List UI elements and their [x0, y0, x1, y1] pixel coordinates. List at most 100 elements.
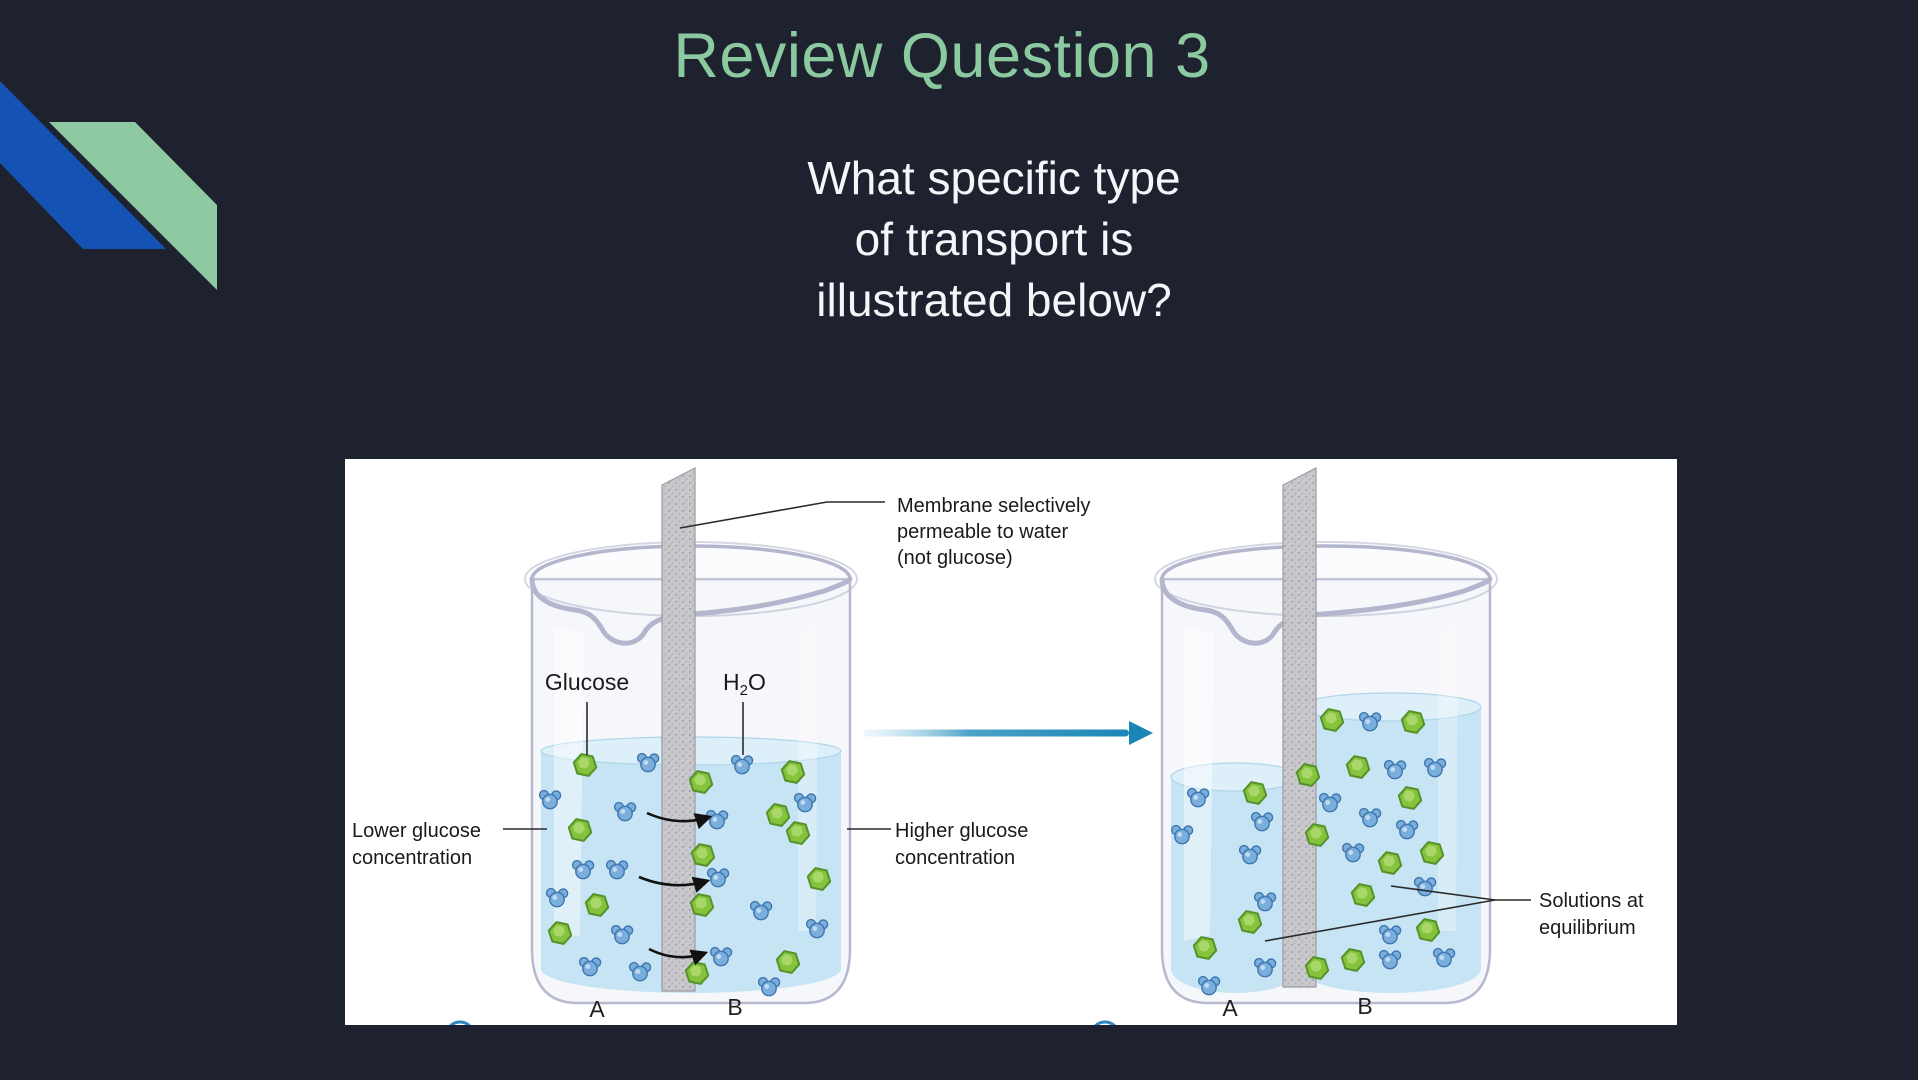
glucose-molecule — [1304, 956, 1330, 980]
glucose-molecule — [1400, 710, 1426, 734]
water-molecule — [1413, 876, 1437, 897]
water-molecule — [636, 752, 660, 773]
water-molecule — [613, 801, 637, 822]
glucose-molecule — [1377, 851, 1403, 875]
label-equilibrium-text: equilibrium — [1539, 917, 1636, 939]
water-molecule — [1186, 787, 1210, 808]
beaker-rim-back — [1160, 544, 1492, 580]
water-molecule — [805, 918, 829, 939]
glucose-molecule — [1419, 841, 1445, 865]
water-molecule — [1378, 949, 1402, 970]
water-molecule — [730, 754, 754, 775]
water-molecule — [1238, 844, 1262, 865]
glucose-molecule — [1415, 918, 1441, 942]
water-molecule — [578, 956, 602, 977]
water-molecule — [749, 900, 773, 921]
glucose-molecule — [806, 867, 832, 891]
water-molecule — [1250, 811, 1274, 832]
compartment-letter: B — [727, 994, 742, 1020]
glucose-molecule — [572, 753, 598, 777]
corner-decoration — [0, 0, 300, 400]
water-molecule — [571, 859, 595, 880]
water-molecule — [709, 946, 733, 967]
label-equilibrium: Solutions at equilibrium — [1264, 885, 1644, 942]
glucose-molecule — [1345, 755, 1371, 779]
label-h2o: H2O — [723, 669, 766, 755]
before-osmosis-beaker — [524, 467, 858, 1005]
glucose-molecule — [1192, 936, 1218, 960]
label-glucose-text: Glucose — [545, 669, 629, 695]
water-molecule — [1253, 891, 1277, 912]
glucose-molecule — [1350, 883, 1376, 907]
water-crossing-arrow — [646, 811, 713, 830]
water-molecule — [1395, 819, 1419, 840]
water-molecule — [1378, 924, 1402, 945]
beaker-rim-front-spout — [529, 576, 853, 646]
water-crossing-arrow — [648, 947, 709, 966]
glucose-molecule — [1397, 786, 1423, 810]
corner-green-ribbon — [49, 122, 217, 290]
label-membrane-text: permeable to water — [897, 521, 1069, 543]
question-text: What specific type of transport is illus… — [807, 152, 1181, 326]
glucose-molecule — [780, 760, 806, 784]
water-molecule — [1358, 807, 1382, 828]
equilibrium-beaker — [1154, 467, 1498, 1005]
water-molecule — [1383, 759, 1407, 780]
water-molecule — [545, 887, 569, 908]
label-equilibrium-text: Solutions at — [1539, 890, 1644, 912]
glucose-molecule — [1237, 910, 1263, 934]
glass-sheen — [798, 625, 818, 931]
glucose-molecule — [547, 921, 573, 945]
glucose-molecule — [775, 950, 801, 974]
glucose-molecule — [688, 770, 714, 794]
slide-title: Review Question 3 — [673, 21, 1211, 91]
cropped-circle-marker — [1094, 1020, 1116, 1025]
label-higher-glucose-text: concentration — [895, 847, 1015, 869]
cropped-circle-marker — [449, 1020, 471, 1025]
molecules — [1170, 708, 1456, 996]
water-molecule — [1170, 824, 1194, 845]
transition-arrow — [863, 721, 1153, 745]
water-molecule — [1318, 792, 1342, 813]
label-lower-glucose-text: concentration — [352, 847, 472, 869]
water-molecule — [793, 792, 817, 813]
label-lower-glucose: Lower glucose concentration — [352, 820, 547, 869]
beaker-rim-front-spout — [1159, 576, 1493, 646]
label-lower-glucose-text: Lower glucose — [352, 820, 481, 842]
label-h2o-text: H2O — [723, 669, 766, 699]
water-molecule — [1423, 757, 1447, 778]
membrane-strip — [1282, 467, 1317, 988]
label-membrane-leader — [679, 501, 885, 529]
glucose-molecule — [689, 893, 715, 917]
water-molecule — [757, 976, 781, 997]
water-crossing-arrow — [638, 875, 711, 893]
glucose-molecule — [785, 821, 811, 845]
water-molecule — [1341, 842, 1365, 863]
water-molecule — [1432, 947, 1456, 968]
label-glucose: Glucose — [545, 669, 629, 755]
glucose-molecule — [1242, 781, 1268, 805]
compartment-letter: A — [589, 996, 605, 1022]
compartment-letter: A — [1222, 995, 1238, 1021]
glass-sheen — [1438, 625, 1458, 931]
transition-arrowhead — [1129, 721, 1153, 745]
label-membrane-text: (not glucose) — [897, 547, 1013, 569]
glucose-molecule — [1319, 708, 1345, 732]
water-molecule — [1358, 711, 1382, 732]
glucose-molecule — [1340, 948, 1366, 972]
compartment-letter: B — [1357, 993, 1372, 1019]
water-molecule — [1197, 975, 1221, 996]
membrane-strip — [661, 467, 696, 992]
glucose-molecule — [765, 803, 791, 827]
glucose-molecule — [690, 843, 716, 867]
water-molecule — [605, 859, 629, 880]
glucose-molecule — [1295, 763, 1321, 787]
molecules — [538, 752, 832, 997]
water-molecule — [628, 961, 652, 982]
glass-sheen — [1184, 627, 1214, 941]
water-molecule — [706, 867, 730, 888]
